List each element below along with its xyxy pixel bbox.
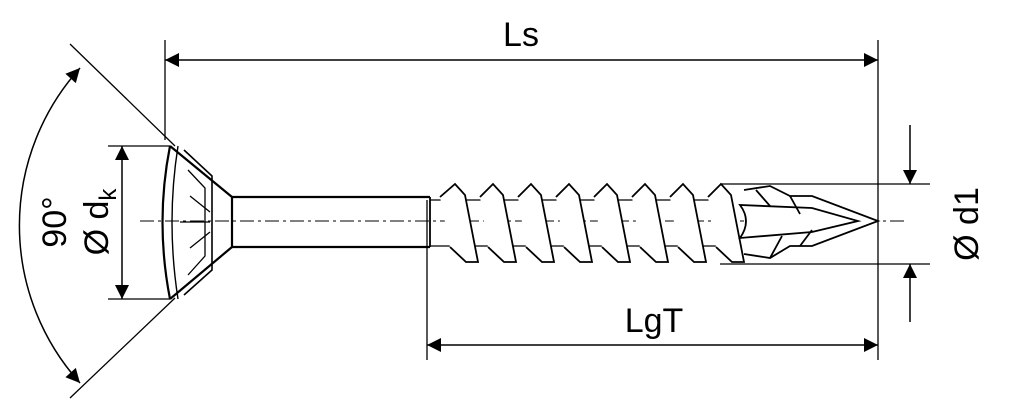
angle-label: 90° bbox=[36, 196, 74, 247]
angle-arc bbox=[18, 67, 81, 384]
ls-label: Ls bbox=[503, 16, 539, 54]
extension-lines bbox=[69, 40, 930, 399]
screw-tip bbox=[738, 185, 881, 259]
screw-shank bbox=[230, 195, 430, 249]
d1-label: Ø d1 bbox=[948, 187, 986, 261]
dk-label: Ø dk bbox=[78, 188, 122, 256]
screw-head bbox=[161, 145, 233, 300]
screw-thread bbox=[429, 182, 746, 263]
lgt-label: LgT bbox=[625, 302, 684, 340]
